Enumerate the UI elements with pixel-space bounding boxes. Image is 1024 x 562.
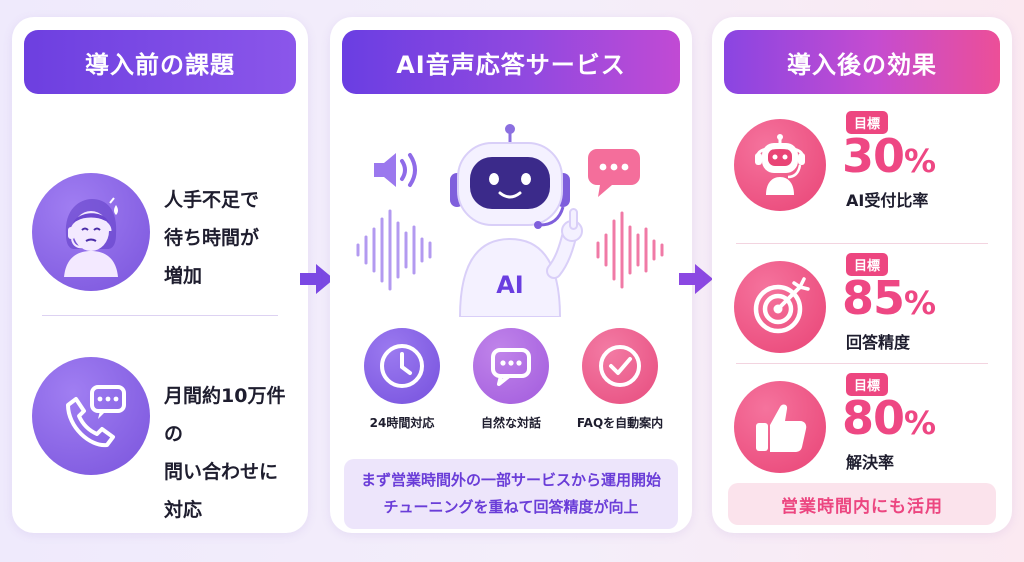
- metric-label: AI受付比率: [846, 191, 929, 210]
- metric-unit: %: [904, 404, 936, 442]
- after-footer: 営業時間内にも活用: [728, 483, 996, 525]
- after-title: 導入後の効果: [724, 30, 1000, 94]
- thumbs-up-icon: [734, 381, 826, 473]
- metric-item: 目標 85% 回答精度: [712, 253, 1012, 373]
- check-icon: [582, 328, 658, 404]
- robot-label: AI: [496, 271, 524, 299]
- target-badge: 目標: [846, 253, 889, 276]
- note-line: チューニングを重ねて回答精度が向上: [383, 498, 639, 516]
- sound-wave-icon: [596, 211, 664, 289]
- service-card: AI音声応答サービス: [330, 17, 692, 533]
- problem-line: 増加: [164, 265, 203, 287]
- after-card: 導入後の効果 目標 30% AI受付比率: [712, 17, 1012, 533]
- metric-value: 30%: [842, 129, 936, 183]
- metric-label: 解決率: [846, 453, 895, 472]
- target-badge: 目標: [846, 111, 889, 134]
- metric-number: 85: [842, 271, 905, 325]
- feature-item: FAQを自動案内: [570, 328, 670, 431]
- problem-text: 月間約10万件の 問い合わせに 対応: [164, 377, 294, 529]
- target-badge: 目標: [846, 373, 889, 396]
- chat-bubble-icon: [473, 328, 549, 404]
- problem-text: 人手不足で 待ち時間が 増加: [164, 181, 294, 295]
- robot-headset-icon: [734, 119, 826, 211]
- clock-icon: [364, 328, 440, 404]
- feature-label: FAQを自動案内: [576, 416, 664, 430]
- feature-item: 自然な対話: [461, 328, 561, 431]
- problem-line: 月間約10万件の: [164, 385, 286, 445]
- metric-item: 目標 80% 解決率: [712, 373, 1012, 493]
- divider: [736, 243, 988, 244]
- problem-line: 待ち時間が: [164, 227, 260, 249]
- problem-item: 月間約10万件の 問い合わせに 対応: [12, 347, 308, 521]
- ai-robot-icon: AI: [450, 124, 583, 317]
- problem-line: 人手不足で: [164, 189, 260, 211]
- metric-item: 目標 30% AI受付比率: [712, 111, 1012, 231]
- feature-label: 24時間対応: [369, 416, 435, 430]
- feature-item: 24時間対応: [352, 328, 452, 431]
- metric-unit: %: [904, 284, 936, 322]
- metric-value: 80%: [842, 391, 936, 445]
- metric-unit: %: [904, 142, 936, 180]
- problem-line: 対応: [164, 499, 203, 521]
- divider: [736, 363, 988, 364]
- problem-item: 人手不足で 待ち時間が 増加: [12, 157, 308, 307]
- speaker-icon: [374, 153, 417, 187]
- divider: [42, 315, 278, 316]
- target-icon: [734, 261, 826, 353]
- metric-number: 80: [842, 391, 905, 445]
- metric-label: 回答精度: [846, 333, 911, 352]
- problem-line: 問い合わせに: [164, 461, 279, 483]
- sound-wave-icon: [356, 209, 432, 291]
- arrow-right-icon: [300, 264, 334, 294]
- before-title: 導入前の課題: [24, 30, 296, 94]
- before-card: 導入前の課題: [12, 17, 308, 533]
- note-line: まず営業時間外の一部サービスから運用開始: [360, 471, 661, 489]
- metric-value: 85%: [842, 271, 936, 325]
- phone-chat-icon: [32, 357, 150, 475]
- service-note: まず営業時間外の一部サービスから運用開始 チューニングを重ねて回答精度が向上: [344, 459, 678, 529]
- metric-number: 30: [842, 129, 905, 183]
- stressed-operator-icon: [32, 173, 150, 291]
- arrow-right-icon: [679, 264, 713, 294]
- feature-label: 自然な対話: [480, 416, 541, 430]
- service-title: AI音声応答サービス: [342, 30, 680, 94]
- chat-bubble-icon: [588, 149, 640, 197]
